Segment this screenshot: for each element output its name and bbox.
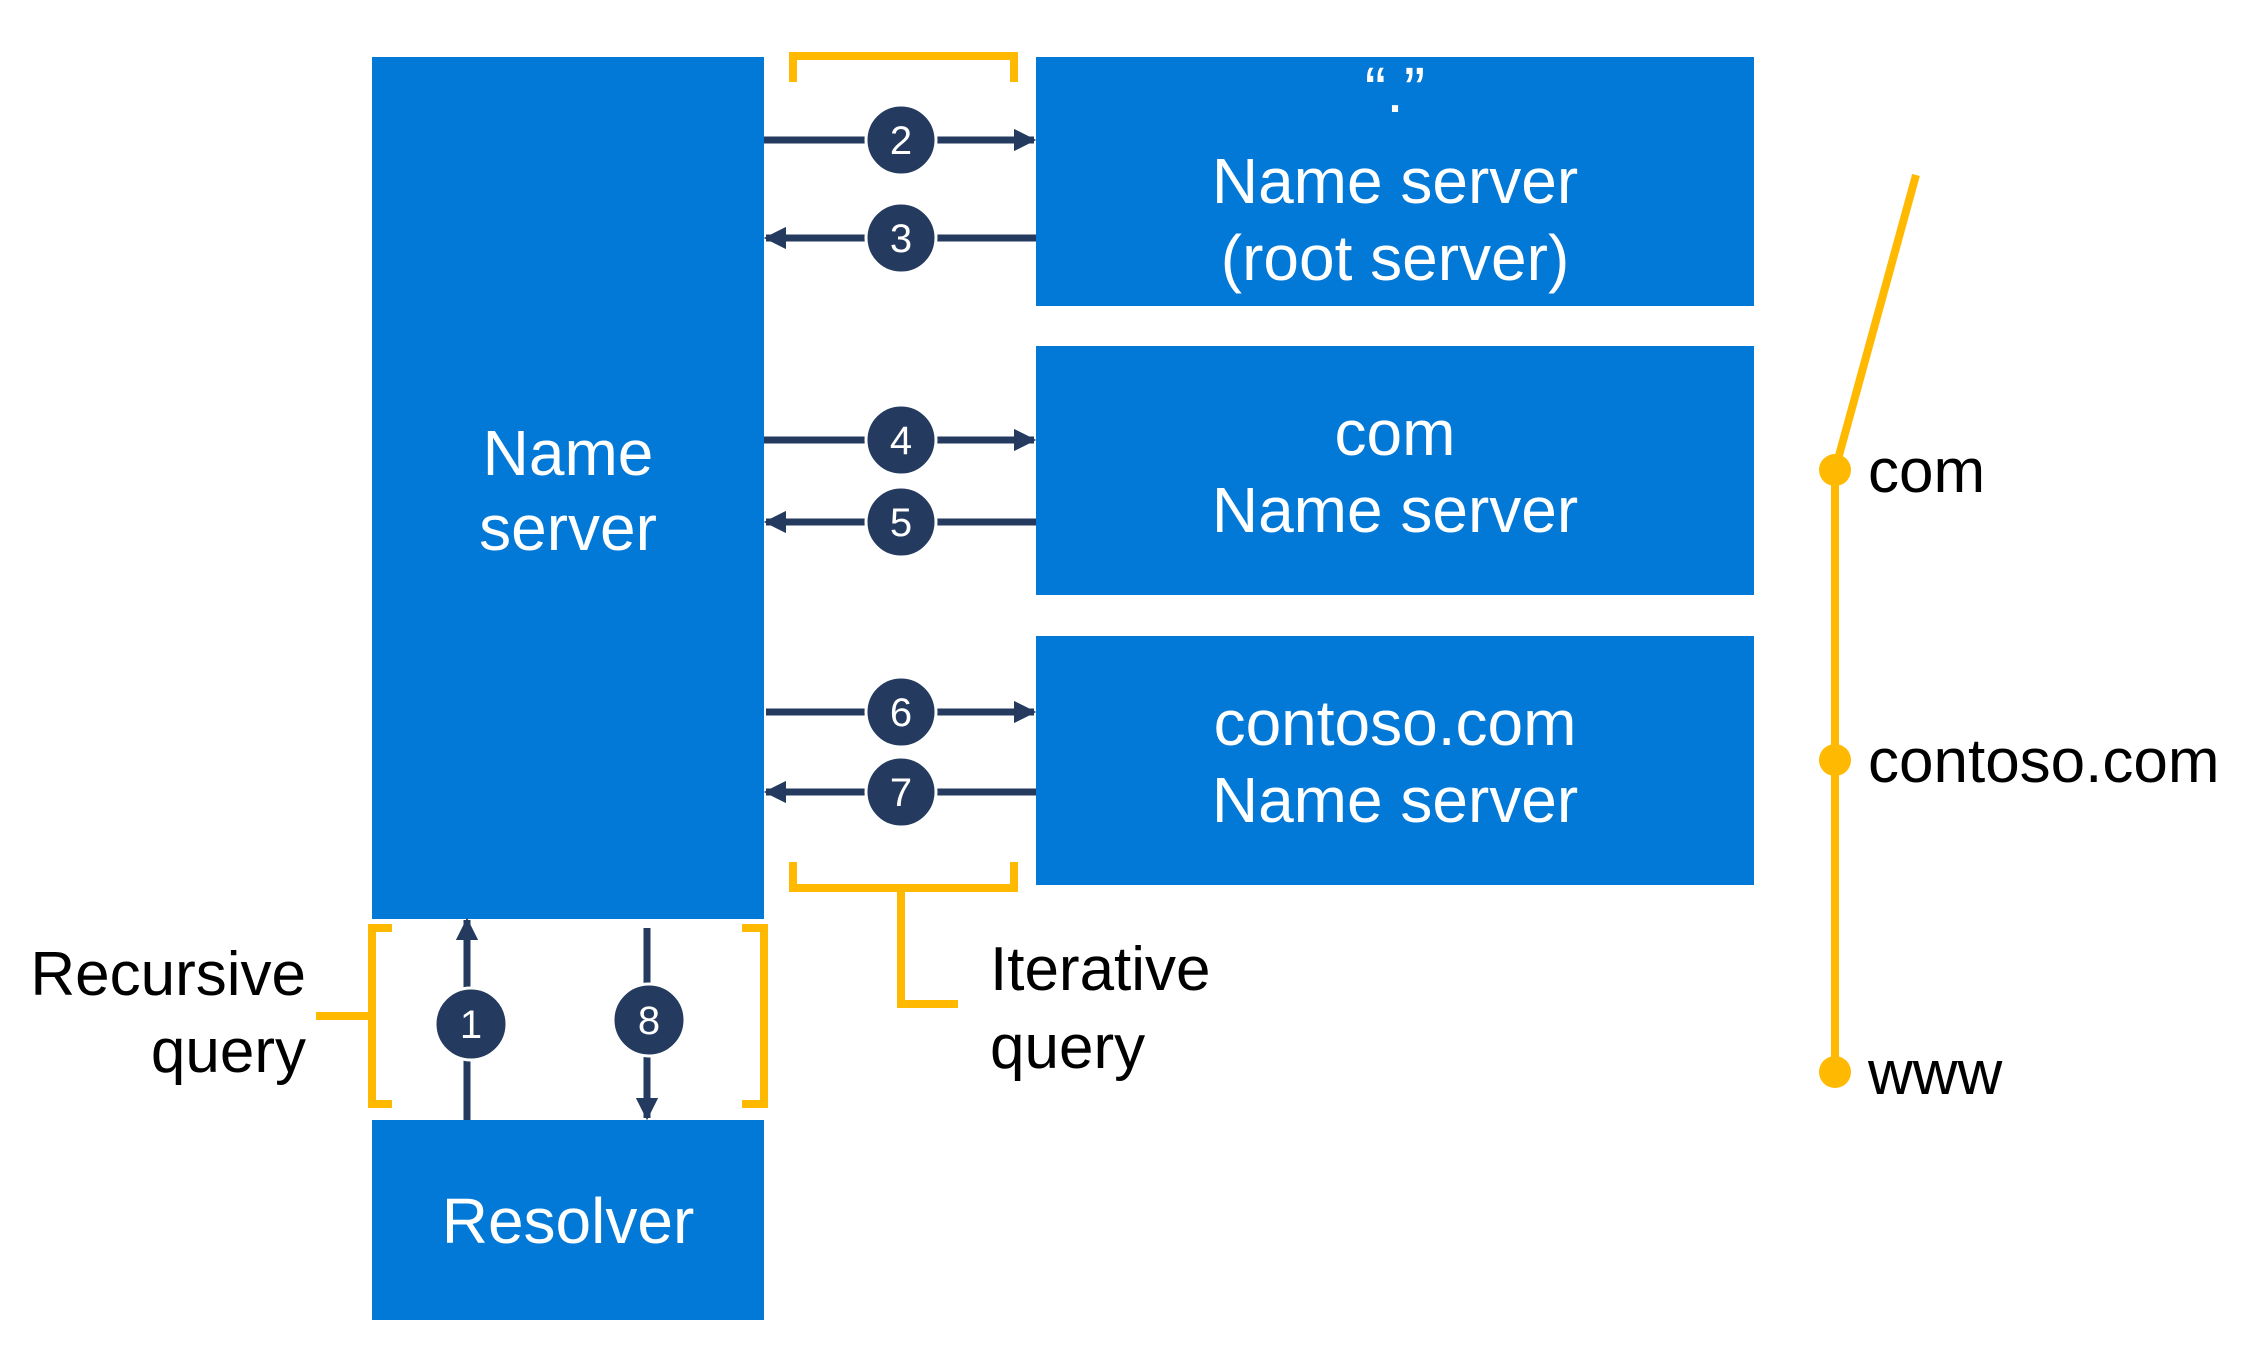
contoso-name-server-box: contoso.com Name server	[1036, 636, 1754, 885]
step-badge-8: 8	[611, 982, 687, 1058]
resolver-label: Resolver	[442, 1185, 695, 1257]
step-badge-4: 4	[864, 403, 938, 477]
contoso-server-line2: Name server	[1212, 764, 1578, 836]
tree-node-www: www	[1819, 1039, 2003, 1108]
com-server-line1: com	[1335, 397, 1456, 469]
tree-node-label-contoso: contoso.com	[1868, 727, 2220, 796]
top-bracket	[789, 52, 1018, 82]
tree-node-dot-contoso	[1819, 744, 1851, 776]
tree-node-contoso: contoso.com	[1819, 727, 2220, 796]
recursive-query-line2: query	[151, 1017, 306, 1086]
iterative-query-line1: Iterative	[990, 935, 1211, 1004]
main-name-server-box: Name server	[372, 57, 764, 919]
bottom-bracket	[789, 862, 1018, 892]
com-server-line2: Name server	[1212, 474, 1578, 546]
step-number-3: 3	[890, 217, 912, 261]
root-server-dot-label: “.”	[1365, 54, 1425, 126]
step-badge-2: 2	[864, 103, 938, 177]
tree-root-branch	[1831, 173, 1920, 472]
step-number-2: 2	[890, 119, 912, 163]
contoso-server-line1: contoso.com	[1214, 687, 1577, 759]
root-server-line2: Name server	[1212, 145, 1578, 217]
step-badge-6: 6	[864, 675, 938, 749]
step-number-6: 6	[890, 691, 912, 735]
iterative-query-leader-line	[897, 888, 958, 1008]
step-number-8: 8	[638, 999, 660, 1043]
step-badge-1: 1	[433, 986, 509, 1062]
namespace-tree: com contoso.com www	[1819, 173, 2220, 1108]
tree-node-com: com	[1819, 437, 1985, 506]
com-name-server-box: com Name server	[1036, 346, 1754, 595]
iterative-query-line2: query	[990, 1013, 1145, 1082]
step-badge-7: 7	[864, 755, 938, 829]
resolver-box: Resolver	[372, 1120, 764, 1320]
step-number-4: 4	[890, 419, 912, 463]
step-badge-5: 5	[864, 485, 938, 559]
main-name-server-line2: server	[479, 492, 657, 564]
tree-node-label-com: com	[1868, 437, 1985, 506]
recursive-query-label: Recursive query	[30, 940, 306, 1086]
left-bracket	[368, 924, 392, 1108]
step-badge-3: 3	[864, 201, 938, 275]
iterative-query-bracket	[789, 52, 1018, 1008]
main-name-server-line1: Name	[483, 417, 654, 489]
recursive-query-line1: Recursive	[30, 940, 306, 1009]
tree-node-label-www: www	[1867, 1039, 2003, 1108]
tree-node-dot-www	[1819, 1056, 1851, 1088]
step-number-5: 5	[890, 501, 912, 545]
step-number-7: 7	[890, 771, 912, 815]
recursive-query-bracket	[316, 924, 768, 1108]
root-name-server-box: “.” Name server (root server)	[1036, 54, 1754, 306]
iterative-query-label: Iterative query	[990, 935, 1211, 1082]
step-badges: 2 3 4 5 6 7 1 8	[433, 103, 938, 1062]
right-bracket	[742, 924, 768, 1108]
tree-node-dot-com	[1819, 454, 1851, 486]
root-server-line3: (root server)	[1221, 222, 1570, 294]
step-number-1: 1	[460, 1003, 482, 1047]
